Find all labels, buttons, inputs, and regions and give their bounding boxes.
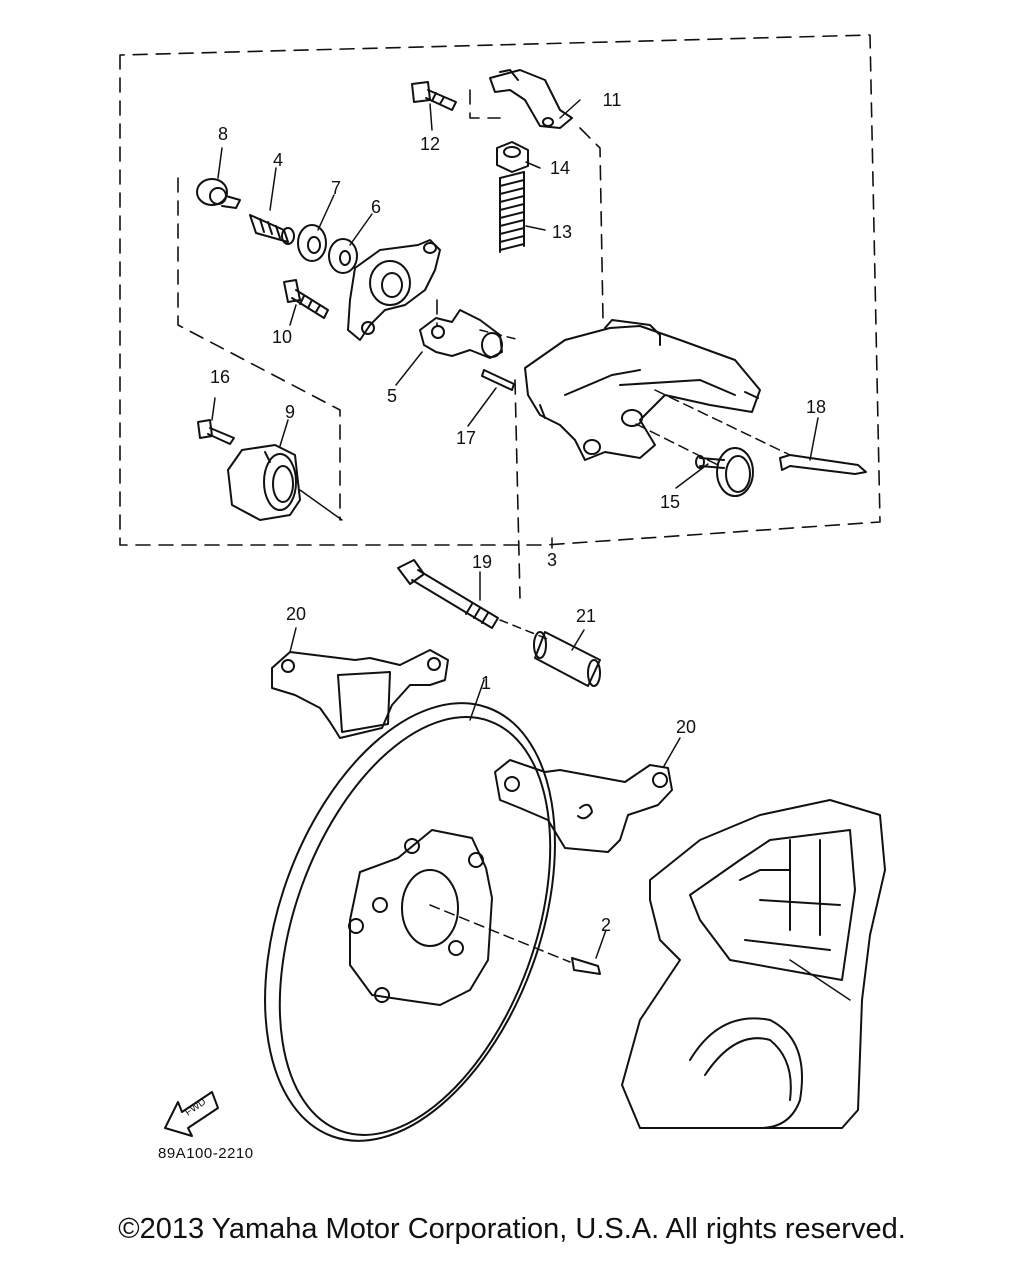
part-label-10: 10 (271, 327, 293, 347)
part-15-piston (696, 448, 753, 496)
part-6-washer (329, 239, 357, 273)
part-label-15: 15 (659, 492, 681, 512)
part-label-4: 4 (272, 150, 284, 170)
part-label-19: 19 (471, 552, 493, 572)
part-label-8: 8 (217, 124, 229, 144)
part-1-brake-disc (210, 663, 610, 1180)
part-housing-bracket (348, 240, 440, 340)
part-5-cam-shaft (420, 310, 502, 358)
part-label-11: 11 (602, 90, 622, 110)
part-label-6: 6 (370, 197, 382, 217)
part-caliper-body (525, 320, 760, 460)
part-label-9: 9 (284, 402, 296, 422)
copyright-notice: ©2013 Yamaha Motor Corporation, U.S.A. A… (118, 1213, 906, 1245)
part-label-21: 21 (575, 606, 597, 626)
fwd-arrow-icon (165, 1092, 218, 1136)
part-17-pin (482, 370, 514, 390)
part-9-cover (228, 445, 300, 520)
part-label-1: 1 (480, 673, 492, 693)
part-4-threaded-shaft (250, 215, 294, 244)
part-21-sleeve (534, 632, 600, 686)
leader-lines (212, 100, 850, 1000)
part-14-nut (497, 142, 528, 172)
part-19-bolt (398, 560, 498, 628)
part-label-5: 5 (386, 386, 398, 406)
part-11-bracket (490, 70, 572, 128)
part-2-key (572, 958, 600, 974)
part-label-2: 2 (600, 915, 612, 935)
part-label-14: 14 (549, 158, 571, 178)
drawing-code: 89A100-2210 (158, 1145, 254, 1162)
assembly-boundary (120, 35, 880, 598)
part-18-clip (780, 455, 866, 474)
part-12-bolt (412, 82, 456, 110)
part-label-7: 7 (330, 178, 342, 198)
engine-housing-outline (622, 800, 885, 1128)
part-7-plate-washer (298, 225, 326, 261)
part-label-12: 12 (419, 134, 441, 154)
part-13-spring (500, 172, 524, 252)
part-16-bolt (198, 420, 234, 444)
part-label-18: 18 (805, 397, 827, 417)
part-label-13: 13 (551, 222, 573, 242)
part-label-3: 3 (546, 550, 558, 570)
part-label-20-left: 20 (285, 604, 307, 624)
part-10-bolt (284, 280, 328, 318)
part-label-20-right: 20 (675, 717, 697, 737)
part-label-17: 17 (455, 428, 477, 448)
part-label-16: 16 (209, 367, 231, 387)
part-8-cap (197, 179, 240, 208)
part-20-pad-left (272, 650, 448, 738)
part-20-pad-right (495, 760, 672, 852)
